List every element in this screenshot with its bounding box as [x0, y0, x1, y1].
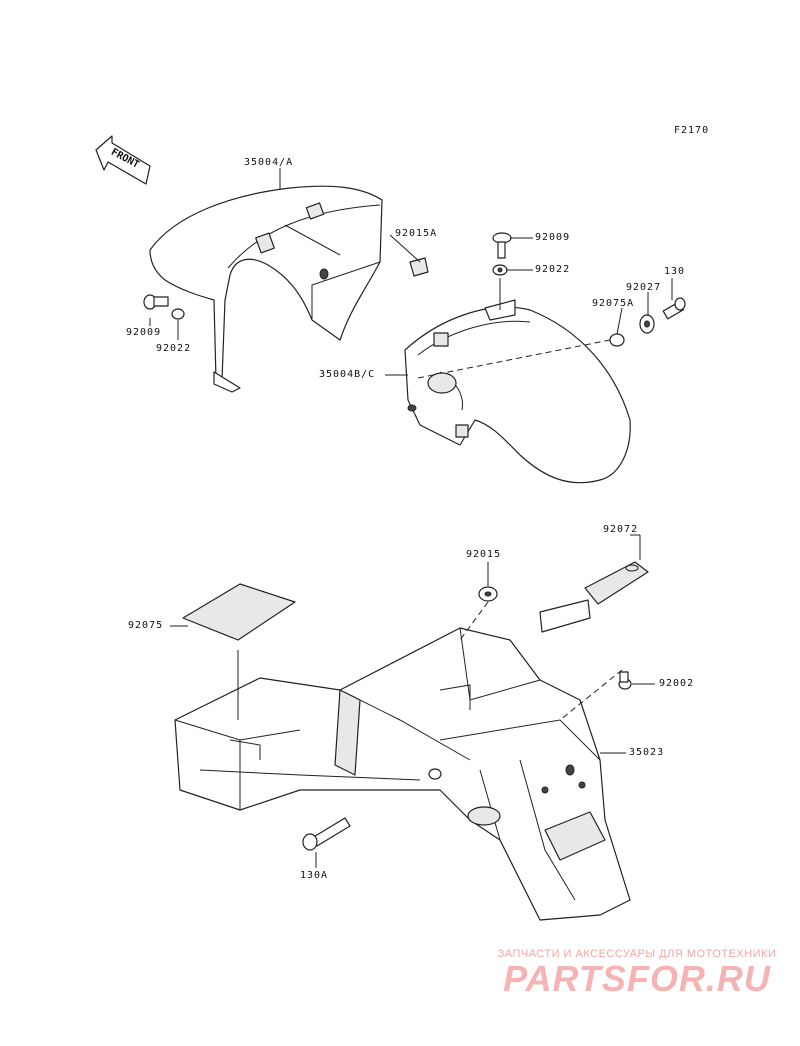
grommet-92015	[478, 586, 498, 602]
bolt-92009-left	[143, 294, 169, 310]
label-35004a: 35004/A	[244, 157, 294, 168]
watermark-brand-logo: PARTSFOR.RU	[503, 958, 771, 999]
label-92072: 92072	[603, 524, 639, 535]
watermark: ЗАПЧАСТИ И АКСЕССУАРЫ ДЛЯ МОТОТЕХНИКИ PA…	[487, 948, 787, 998]
pad-92075	[182, 583, 296, 641]
bolt-92009-top	[492, 232, 512, 259]
label-130a: 130A	[300, 870, 329, 881]
label-92075: 92075	[128, 620, 164, 631]
label-92002: 92002	[659, 678, 695, 689]
label-92009-top: 92009	[535, 232, 571, 243]
diagram-code: F2170	[674, 125, 710, 136]
bolt-130a	[302, 817, 351, 851]
watermark-tagline: ЗАПЧАСТИ И АКСЕССУАРЫ ДЛЯ МОТОТЕХНИКИ	[497, 948, 777, 960]
rear-fender-35023	[174, 627, 631, 921]
label-92015: 92015	[466, 549, 502, 560]
clip-nut-92015a	[409, 257, 429, 277]
nut-92027	[639, 314, 655, 334]
washer-92022-left	[171, 308, 185, 320]
label-35004bc: 35004B/C	[319, 369, 376, 380]
washer-92022-top	[492, 264, 508, 276]
washer-92075a	[609, 333, 625, 347]
label-92009-left: 92009	[126, 327, 162, 338]
label-92022-left: 92022	[156, 343, 192, 354]
label-92027: 92027	[626, 282, 662, 293]
label-92015a: 92015A	[395, 228, 438, 239]
leader-lines	[149, 168, 673, 868]
front-fender-front-part	[149, 185, 383, 393]
label-92022-top: 92022	[535, 264, 571, 275]
label-92075a: 92075A	[592, 298, 635, 309]
label-130: 130	[664, 266, 686, 277]
screw-92002	[618, 671, 632, 690]
front-arrow-icon: FRONT	[95, 135, 151, 185]
reflector-92072	[539, 561, 649, 633]
front-fender-rear-part	[404, 299, 631, 484]
label-35023: 35023	[629, 747, 665, 758]
bolt-130	[662, 297, 686, 320]
